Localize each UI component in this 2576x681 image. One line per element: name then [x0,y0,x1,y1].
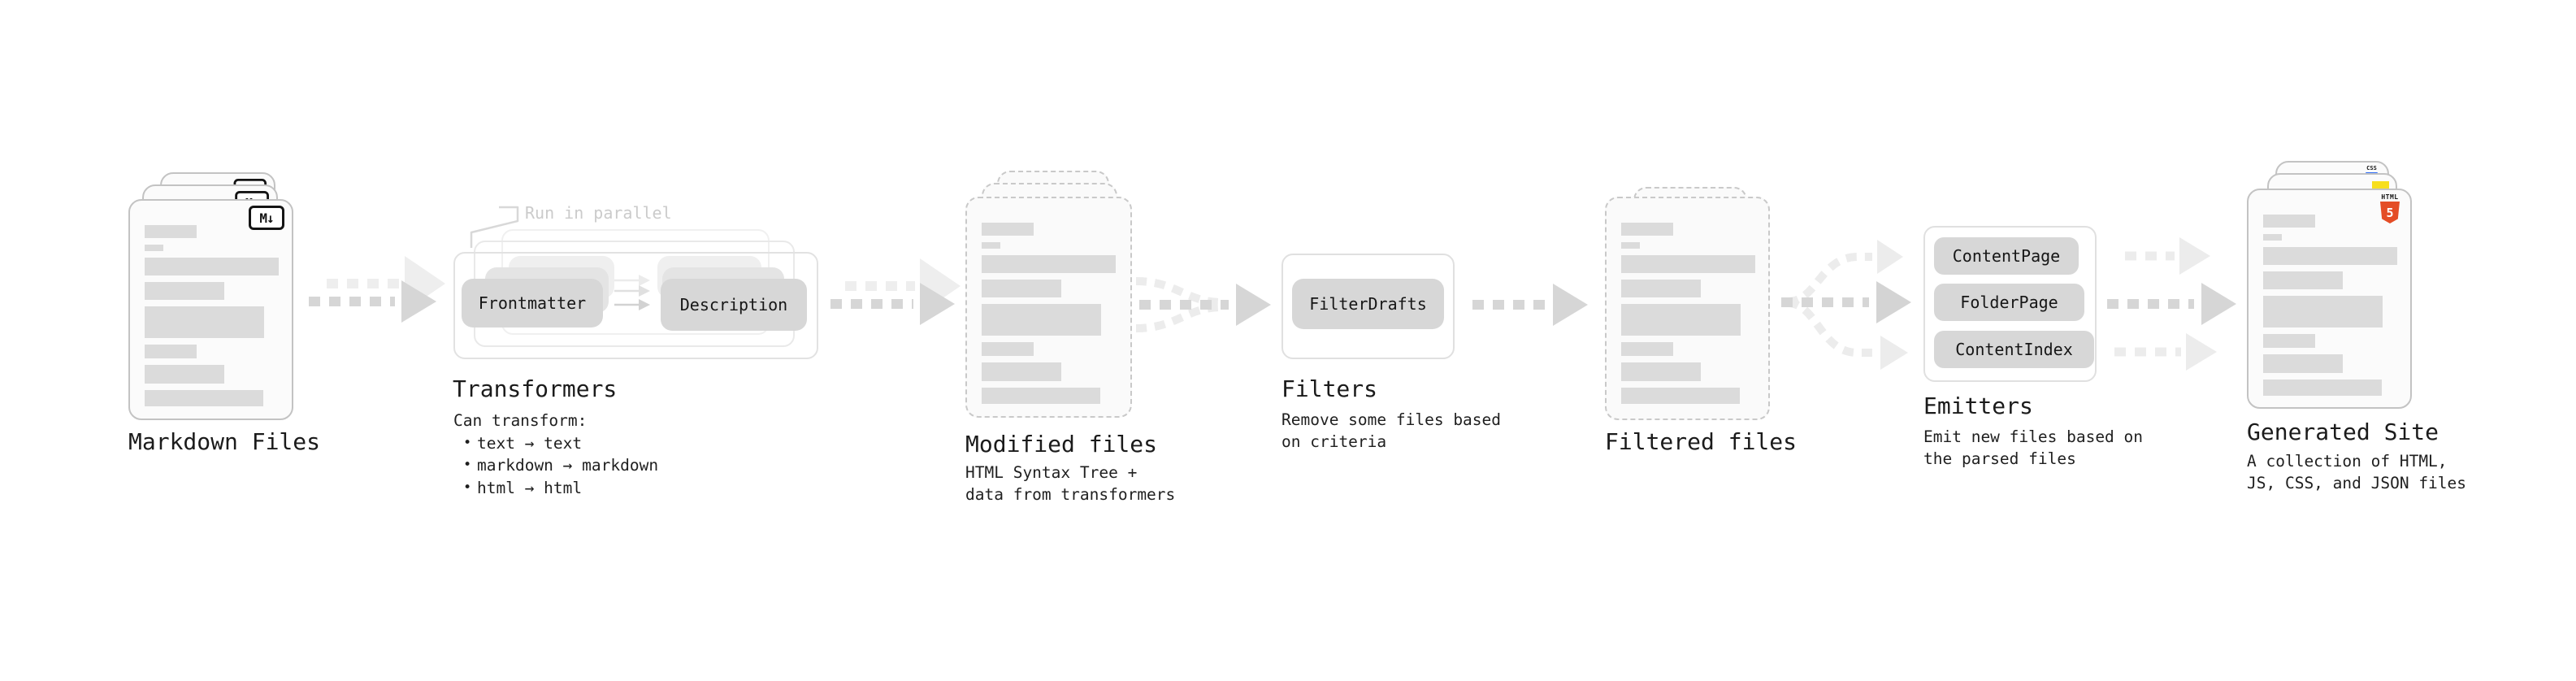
arrow-transformers-to-modified [830,258,961,325]
filtered-files-title: Filtered files [1605,428,1798,455]
markdown-icon: M↓ [249,206,284,230]
markdown-files-title: Markdown Files [128,428,321,455]
modified-files-subtitle: HTML Syntax Tree + data from transformer… [965,463,1176,504]
html5-icon-shield: 5 [2380,202,2400,223]
transform-list-item: html → html [453,477,658,500]
arrow-filters-to-filtered [1472,284,1588,326]
folderpage-node[interactable]: FolderPage [1934,284,2084,321]
transformers-frame-front [453,252,818,359]
transform-list-item: text → text [453,432,658,455]
document-text-lines [2249,190,2410,407]
run-in-parallel-note: Run in parallel [525,203,672,223]
html5-icon: HTML 5 [2379,194,2400,223]
can-transform-heading: Can transform: [453,411,588,430]
arrow-markdown-to-transformers [309,256,445,323]
run-in-parallel-bracket [470,206,519,248]
js-icon [2372,181,2389,189]
transform-list-item: markdown → markdown [453,454,658,477]
filtered-file-card-front [1605,197,1770,420]
arrow-modified-to-filters [1135,277,1271,332]
modified-file-card-front [965,197,1132,418]
modified-files-title: Modified files [965,431,1158,458]
transform-list: text → text markdown → markdown html → h… [453,432,658,500]
arrow-frontmatter-to-description [614,275,650,310]
frontmatter-node[interactable]: Frontmatter [462,279,603,327]
css-icon-label: CSS [2366,165,2377,171]
filters-title: Filters [1281,375,1378,402]
document-text-lines [967,198,1130,416]
markdown-file-card-front: M↓ [128,199,293,420]
document-text-lines [1607,198,1768,419]
description-node[interactable]: Description [661,279,807,331]
transformers-description: Can transform: text → text markdown → ma… [453,410,658,499]
generated-site-subtitle: A collection of HTML, JS, CSS, and JSON … [2247,452,2467,492]
html5-icon-label: HTML [2381,193,2399,201]
transformers-title: Transformers [453,375,618,402]
contentpage-node[interactable]: ContentPage [1934,237,2079,275]
contentindex-node[interactable]: ContentIndex [1934,331,2094,368]
generated-site-title: Generated Site [2247,419,2439,445]
generated-file-card-html: HTML 5 [2247,189,2412,409]
document-text-lines [130,201,292,419]
filters-subtitle: Remove some files based on criteria [1281,410,1502,451]
emitters-title: Emitters [1923,393,2033,419]
arrow-emitters-to-generated [2107,237,2236,371]
arrow-filtered-to-emitters [1781,240,1911,370]
filterdrafts-node[interactable]: FilterDrafts [1292,279,1444,329]
emitters-subtitle: Emit new files based on the parsed files [1923,427,2144,468]
